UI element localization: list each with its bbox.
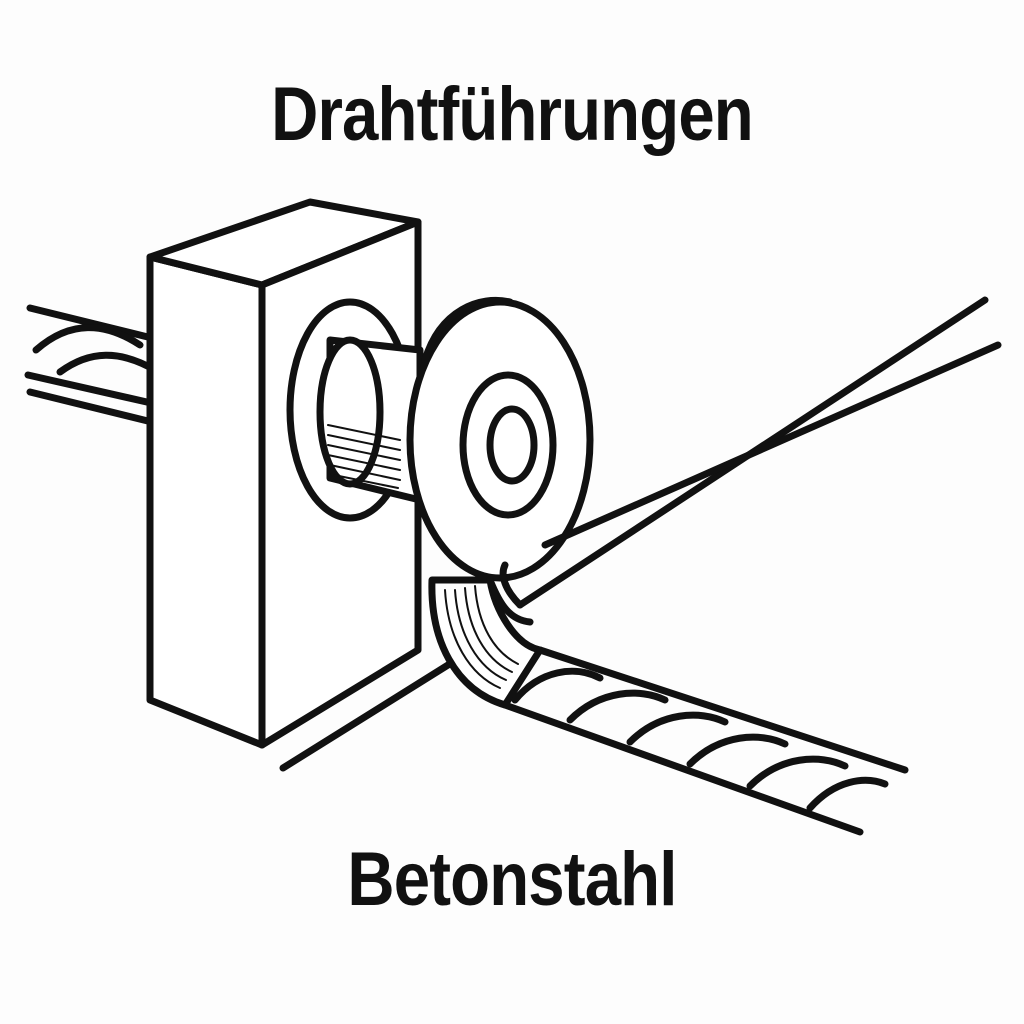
bent-rebar — [428, 296, 1002, 836]
bottom-label: Betonstahl — [347, 837, 677, 922]
hub-shading-lines — [327, 424, 401, 489]
bend-shading-lines — [444, 585, 519, 689]
block-front-face — [146, 253, 266, 749]
guide-roller — [406, 296, 594, 582]
roller-inner-ring — [459, 371, 557, 519]
base-line — [279, 661, 452, 772]
top-label: Drahtführungen — [271, 72, 754, 157]
left-rebar — [24, 304, 164, 428]
roller-hub — [286, 298, 424, 522]
roller-bore — [486, 405, 538, 485]
